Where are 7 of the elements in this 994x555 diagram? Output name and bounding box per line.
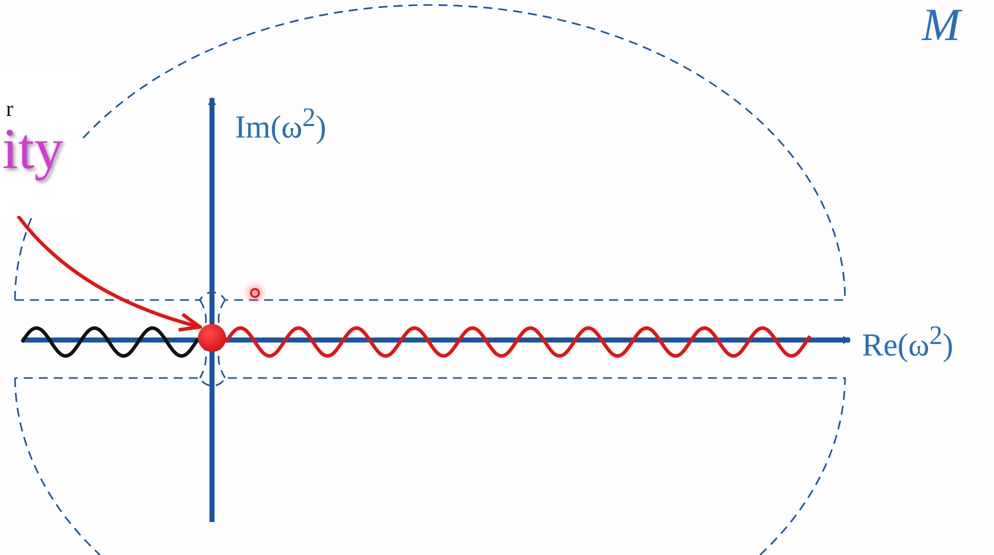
callout-text: r (5, 95, 14, 120)
point-marker (198, 324, 226, 352)
variable-label: M (922, 2, 960, 48)
callout-heading: ity (2, 120, 64, 178)
arrow (16, 214, 202, 332)
axis-label: Im(ω$^{2}$) (235, 104, 326, 143)
axis-label: Re(ω$^{2}$) (862, 322, 954, 361)
